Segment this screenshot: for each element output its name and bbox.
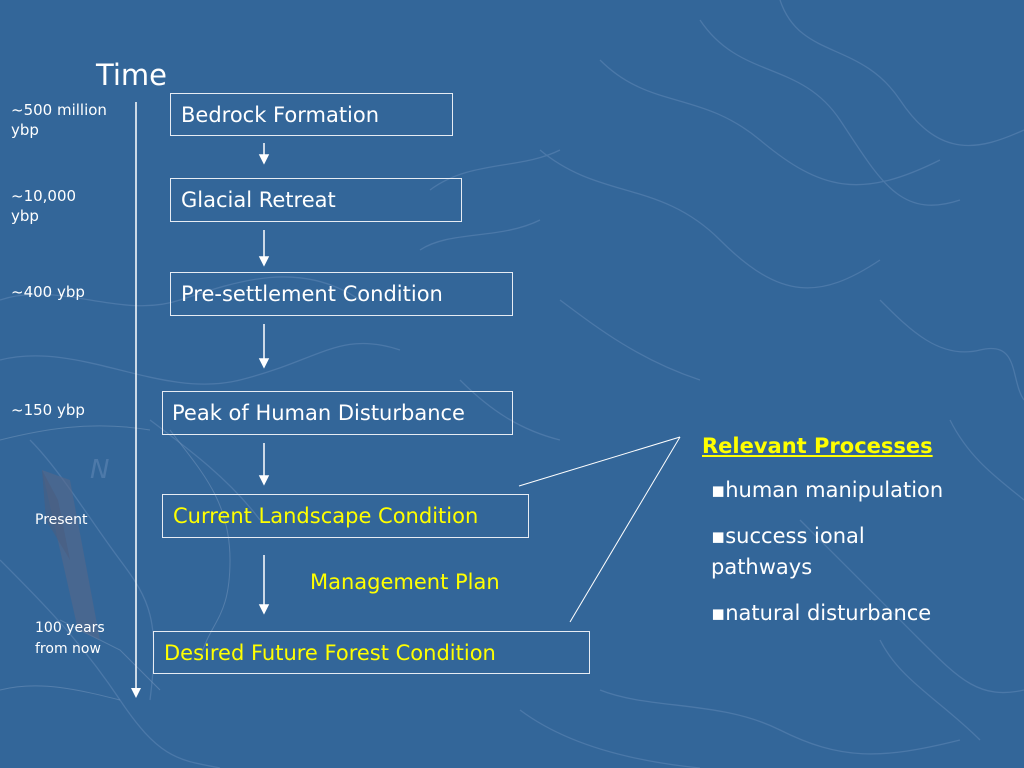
stage-box-desired-future-forest: Desired Future Forest Condition [153, 631, 590, 674]
process-text: success ional pathways [711, 524, 865, 579]
process-text: human manipulation [725, 478, 944, 502]
stage-box-label: Peak of Human Disturbance [172, 401, 465, 425]
timeline-label: 100 years from now [35, 620, 105, 657]
svg-text:N: N [90, 455, 109, 485]
management-plan-label: Management Plan [310, 570, 500, 594]
time-axis-title: Time [96, 58, 167, 92]
process-text: natural disturbance [725, 601, 932, 625]
process-item: ▪success ional pathways [711, 521, 911, 583]
process-item: ▪human manipulation [711, 475, 981, 506]
bullet-icon: ▪ [711, 601, 726, 625]
arrow-down-icon [258, 443, 270, 486]
stage-box-glacial-retreat: Glacial Retreat [170, 178, 462, 222]
timeline-label: ~150 ybp [11, 401, 85, 419]
time-axis [131, 102, 141, 698]
arrow-down-icon [258, 555, 270, 615]
timeline-label: ~10,000 ybp [11, 187, 77, 225]
process-item: ▪natural disturbance [711, 598, 981, 629]
arrow-down-icon [258, 230, 270, 267]
stage-box-peak-human-disturbance: Peak of Human Disturbance [162, 391, 513, 435]
relevant-processes-title: Relevant Processes [702, 434, 933, 458]
stage-box-label: Bedrock Formation [181, 102, 380, 127]
timeline-label: Present [35, 512, 88, 528]
stage-box-bedrock-formation: Bedrock Formation [170, 93, 453, 136]
timeline-label: ~400 ybp [11, 283, 85, 301]
stage-box-label: Glacial Retreat [181, 188, 336, 212]
stage-box-label: Current Landscape Condition [173, 504, 479, 528]
stage-box-label: Pre-settlement Condition [181, 282, 443, 306]
arrow-down-icon [258, 324, 270, 369]
callout-lines [518, 436, 681, 623]
arrow-down-icon [258, 143, 270, 165]
stage-box-pre-settlement: Pre-settlement Condition [170, 272, 513, 316]
bullet-icon: ▪ [711, 478, 726, 502]
stage-box-current-landscape: Current Landscape Condition [162, 494, 529, 538]
stage-box-label: Desired Future Forest Condition [164, 640, 496, 665]
timeline-label: ~500 million ybp [11, 101, 107, 139]
bullet-icon: ▪ [711, 524, 726, 548]
